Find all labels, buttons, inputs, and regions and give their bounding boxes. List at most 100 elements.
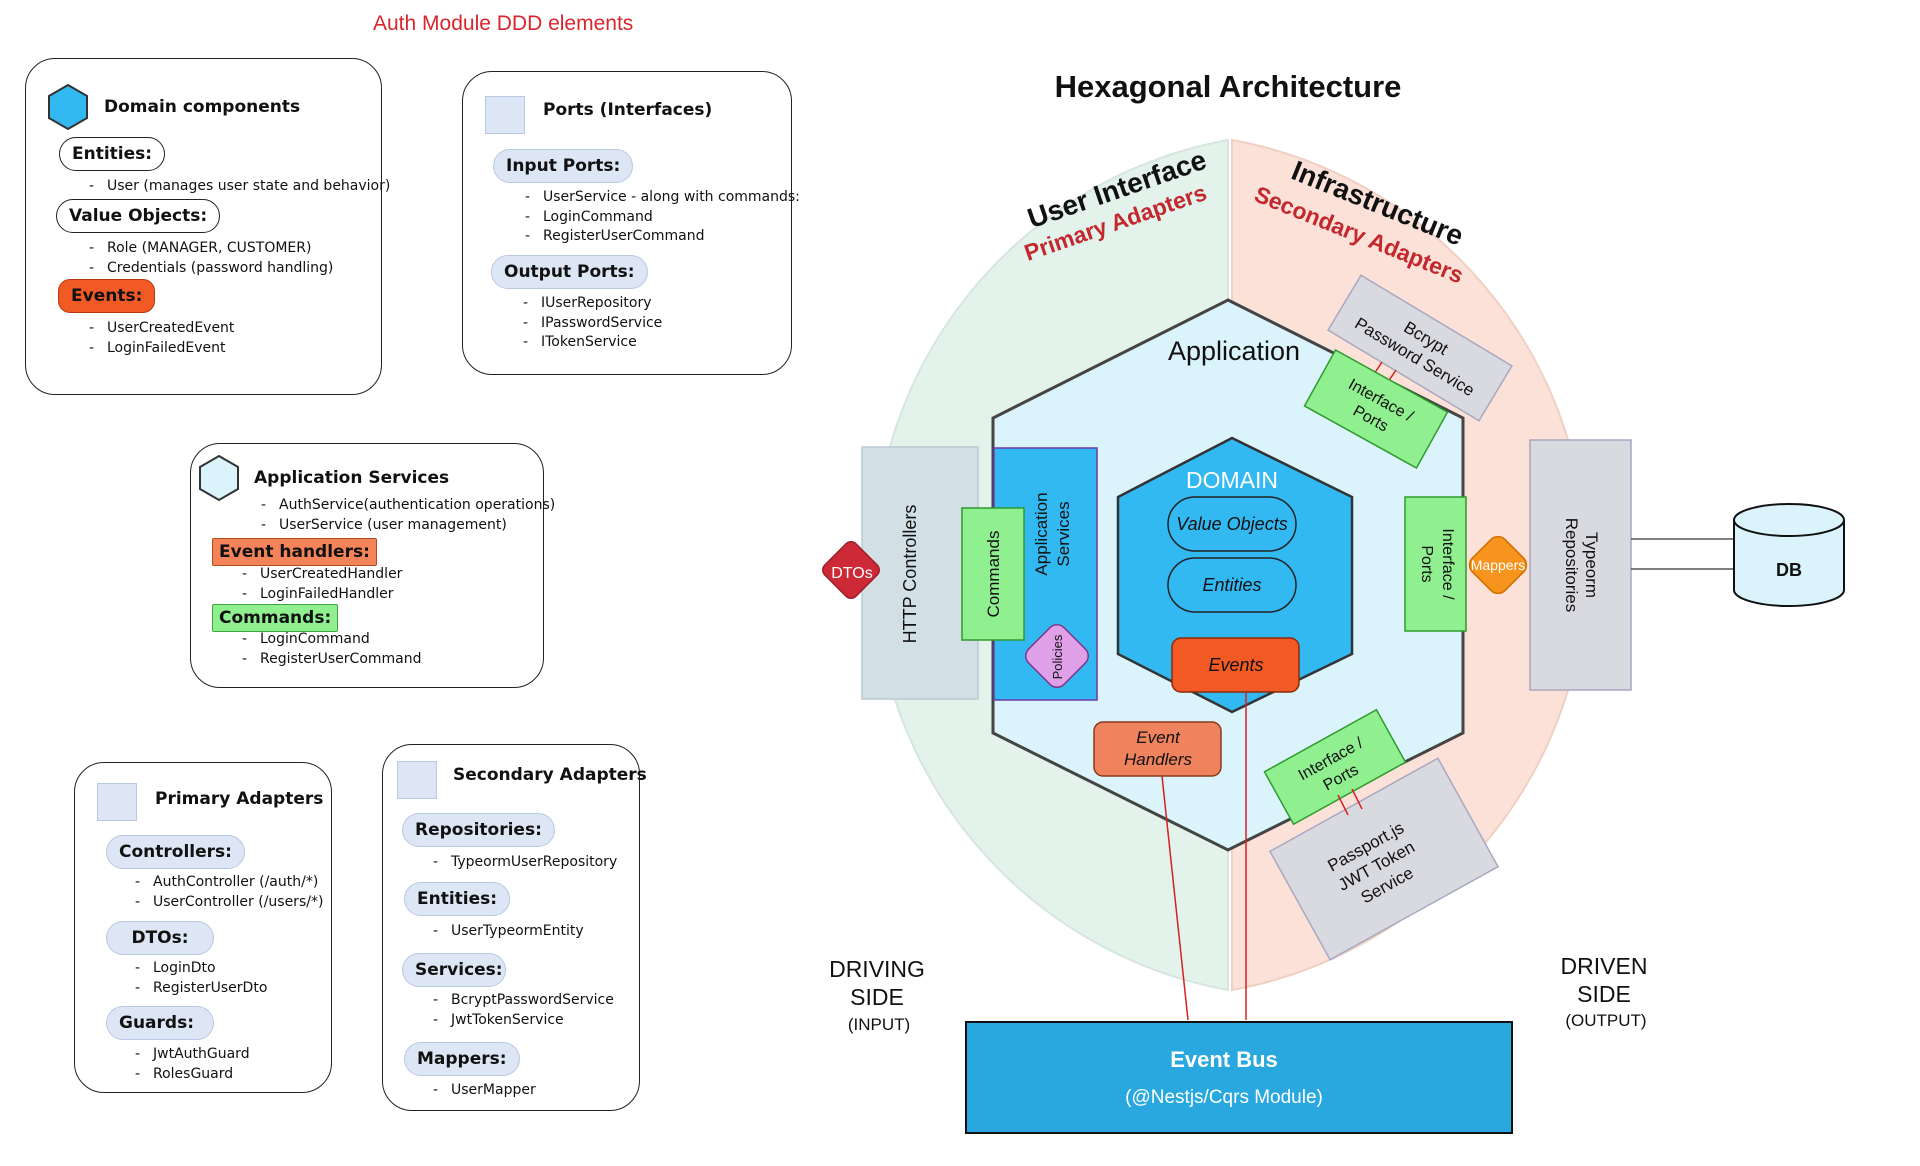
application-services-card: Application Services AuthService(authent… [190,443,555,688]
value-objects-list: Role (MANAGER, CUSTOMER) Credentials (pa… [89,239,333,278]
passport-connector-2 [1351,788,1363,810]
application-services-list: AuthService(authentication operations) U… [261,496,555,535]
passport-connector-1 [1337,794,1349,816]
event-bus-label: Event Bus [1170,1047,1278,1072]
list-item: LoginFailedHandler [242,585,402,605]
event-handlers-label-1: Event [1136,728,1181,747]
primary-square-icon [97,783,137,821]
list-item: Credentials (password handling) [89,259,333,279]
interface-ports-right-label-2: Ports [1418,545,1435,582]
list-item: LoginCommand [242,630,422,650]
secondary-square-icon [397,761,437,799]
entities-pill [1167,557,1297,613]
events-box [1171,637,1300,693]
list-item: UserCreatedHandler [242,565,402,585]
driving-side-label-3: (INPUT) [848,1015,910,1034]
application-services-label-2: Services [1054,501,1073,566]
interface-ports-right-box [1404,496,1467,632]
commands-label: Commands [984,531,1003,618]
commands-box [961,507,1025,641]
list-item: LoginFailedEvent [89,339,234,359]
events-pill: Events: [58,279,156,313]
services-pill: Services: [402,953,506,987]
domain-hexagon-icon [48,83,88,131]
application-services-label-1: Application [1032,492,1051,575]
db-cylinder: DB [1733,503,1845,607]
guards-list: JwtAuthGuard RolesGuard [135,1045,250,1084]
interface-ports-bottom: Interface / Ports [1263,708,1407,826]
event-handlers-box [1093,721,1222,777]
repositories-list: TypeormUserRepository [433,853,617,873]
ports-square-icon [485,96,525,134]
services-list: BcryptPasswordService JwtTokenService [433,991,614,1030]
dtos-pill: DTOs: [106,921,214,955]
list-item: ITokenService [523,333,662,353]
events-list: UserCreatedEvent LoginFailedEvent [89,319,234,358]
list-item: UserService (user management) [261,516,555,536]
list-item: UserCreatedEvent [89,319,234,339]
mappers-pill: Mappers: [404,1042,520,1076]
output-ports-list: IUserRepository IPasswordService ITokenS… [523,294,662,353]
ports-title: Ports (Interfaces) [543,100,713,120]
driven-side-label-3: (OUTPUT) [1565,1011,1646,1030]
diagram-title: Hexagonal Architecture [1055,69,1402,104]
driven-side-label-1: DRIVEN [1561,953,1648,979]
legend-heading: Auth Module DDD elements [373,12,634,35]
domain-components-card: Domain components Entities: User (manage… [25,58,390,395]
list-item: AuthService(authentication operations) [261,496,555,516]
event-bus-sub-label: (@Nestjs/Cqrs Module) [1125,1087,1323,1108]
value-objects-pill [1167,496,1297,552]
event-bus-box [965,1021,1513,1134]
passport-jwt-service: Passport.js JWT Token Service [1268,757,1500,961]
db-label: DB [1776,560,1802,580]
secondary-entities-pill: Entities: [404,882,511,916]
controllers-list: AuthController (/auth/*) UserController … [135,873,323,912]
list-item: AuthController (/auth/*) [135,873,323,893]
list-item: UserController (/users/*) [135,893,323,913]
input-ports-pill: Input Ports: [493,149,634,183]
mappers-label: Mappers [1471,557,1525,573]
driven-side-label-2: SIDE [1577,981,1631,1007]
input-ports-list: UserService - along with commands: Login… [525,188,800,247]
dtos-label: DTOs [831,565,872,582]
list-item: UserService - along with commands: [525,188,800,208]
event-handlers-label-2: Handlers [1124,750,1193,769]
secondary-adapters-title: Secondary Adapters [453,765,647,785]
dtos-list: LoginDto RegisterUserDto [135,959,267,998]
driving-side-label-1: DRIVING [829,956,925,982]
list-item: RegisterUserCommand [242,650,422,670]
domain-components-title: Domain components [104,97,301,117]
secondary-adapters-card: Secondary Adapters Repositories: Typeorm… [382,744,647,1111]
dtos-diamond [822,541,880,599]
list-item: Role (MANAGER, CUSTOMER) [89,239,333,259]
event-handlers-pill: Event handlers: [212,538,377,566]
output-ports-pill: Output Ports: [491,255,648,289]
typeorm-label-2: Repositories [1562,518,1581,613]
list-item: User (manages user state and behavior) [89,177,390,197]
list-item: RegisterUserCommand [525,227,800,247]
http-controllers-label: HTTP Controllers [900,505,920,644]
list-item: IPasswordService [523,314,662,334]
primary-adapters-title: Primary Adapters [155,789,324,809]
typeorm-label-1: Typeorm [1582,532,1601,598]
http-controllers-box [861,446,979,700]
driving-side-label-2: SIDE [850,984,904,1010]
interface-ports-right-label-1: Interface / [1439,528,1456,600]
policies-diamond [1025,624,1089,688]
list-item: UserMapper [433,1081,536,1101]
primary-adapters-card: Primary Adapters Controllers: AuthContro… [74,762,332,1093]
application-label: Application [1168,336,1300,366]
value-objects-label: Value Objects [1176,514,1287,534]
list-item: LoginDto [135,959,267,979]
policies-label: Policies [1050,634,1065,679]
list-item: RegisterUserDto [135,979,267,999]
list-item: TypeormUserRepository [433,853,617,873]
application-services-title: Application Services [254,468,450,488]
commands-pill: Commands: [212,604,339,632]
domain-label: DOMAIN [1186,467,1278,493]
secondary-entities-list: UserTypeormEntity [433,922,584,942]
repositories-pill: Repositories: [402,813,555,847]
value-objects-pill: Value Objects: [56,199,221,233]
entities-label: Entities [1202,575,1261,595]
